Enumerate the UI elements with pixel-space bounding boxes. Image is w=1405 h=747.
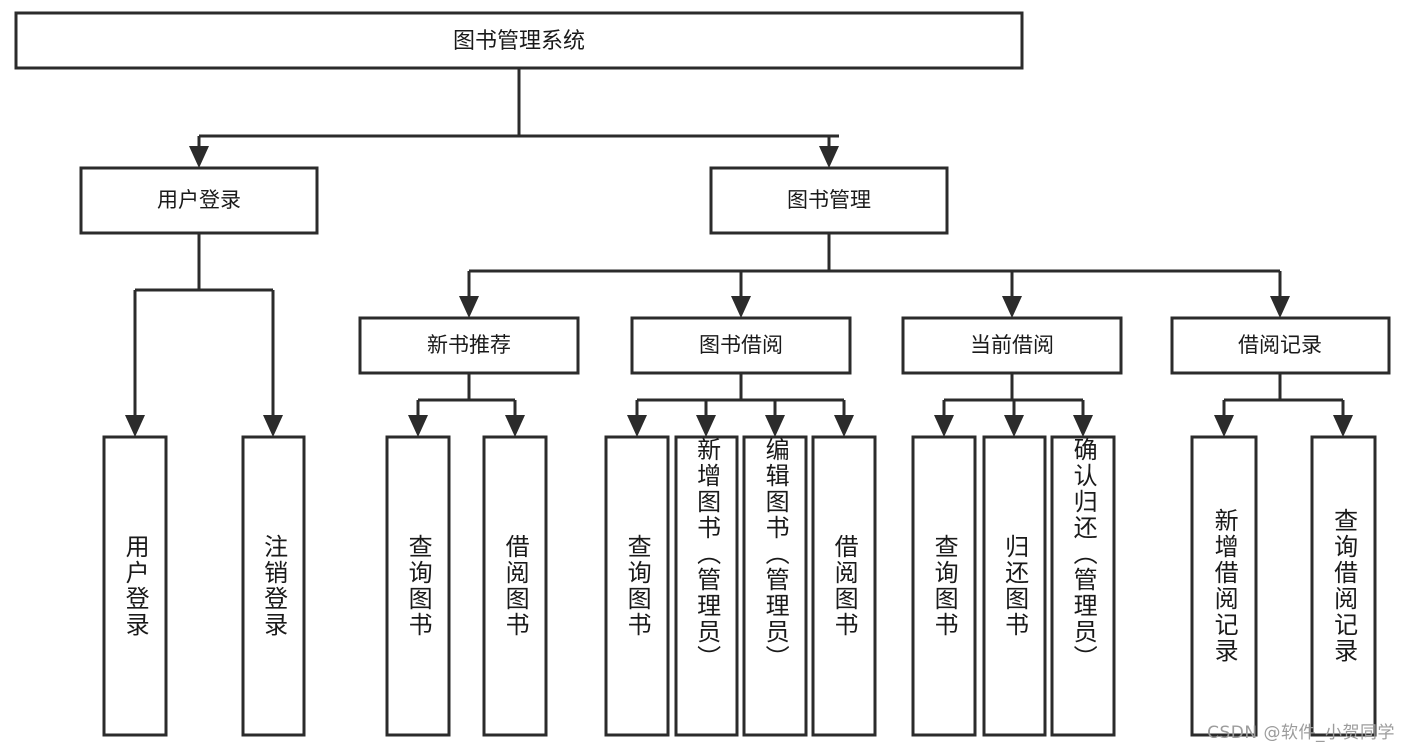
arrowhead-confirm-return — [1073, 415, 1093, 437]
node-book-borrow-box[interactable] — [630, 316, 852, 375]
edge-new-book-recommend-trunk — [416, 373, 517, 427]
arrowhead-borrow-book-1 — [505, 415, 525, 437]
node-add-borrow-record-box[interactable] — [1190, 435, 1258, 737]
node-confirm-return-box[interactable] — [1050, 435, 1116, 737]
node-new-book-recommend-label: 新书推荐 — [427, 333, 511, 357]
node-book-management-label: 图书管理 — [787, 188, 871, 212]
node-new-book-recommend-box[interactable] — [358, 316, 580, 375]
edges-layer — [125, 68, 1353, 437]
node-book-borrow-label: 图书借阅 — [699, 333, 783, 357]
edge-book-management-trunk — [467, 233, 1282, 308]
node-query-borrow-record-box[interactable] — [1310, 435, 1377, 737]
node-root-box[interactable] — [14, 11, 1024, 70]
node-book-management-box[interactable] — [709, 166, 949, 235]
arrowhead-borrow-book-2 — [834, 415, 854, 437]
node-borrow-book-2-box[interactable] — [811, 435, 877, 737]
node-query-book-2-box[interactable] — [604, 435, 670, 737]
node-query-book-1-box[interactable] — [385, 435, 451, 737]
node-add-book-box[interactable] — [674, 435, 739, 737]
node-login-box[interactable] — [102, 435, 168, 737]
node-logout-box[interactable] — [241, 435, 306, 737]
node-borrow-book-1-box[interactable] — [482, 435, 548, 737]
node-current-borrow-box[interactable] — [901, 316, 1123, 375]
arrowhead-logout — [263, 415, 283, 437]
edge-borrow-record-trunk — [1222, 373, 1345, 427]
edge-user-login-trunk — [133, 233, 275, 427]
node-edit-book-box[interactable] — [742, 435, 808, 737]
arrowhead-book-management — [819, 146, 839, 168]
nodes-layer: 图书管理系统 用户登录 图书管理 新书推荐 图书借阅 当前借阅 借阅记录 — [14, 11, 1391, 737]
node-borrow-record-box[interactable] — [1170, 316, 1391, 375]
edge-book-borrow-trunk — [635, 373, 846, 427]
edge-root-trunk — [197, 68, 839, 158]
node-root-label: 图书管理系统 — [453, 29, 585, 54]
node-return-book-box[interactable] — [982, 435, 1047, 737]
arrowhead-add-borrow-record — [1214, 415, 1234, 437]
arrowhead-login — [125, 415, 145, 437]
arrowhead-query-book-3 — [934, 415, 954, 437]
arrowhead-query-book-2 — [627, 415, 647, 437]
arrowhead-query-book-1 — [408, 415, 428, 437]
arrowhead-user-login — [189, 146, 209, 168]
arrowhead-query-borrow-record — [1333, 415, 1353, 437]
node-borrow-record-label: 借阅记录 — [1238, 333, 1322, 357]
watermark-text: CSDN @软件_小贺同学 — [1207, 723, 1395, 743]
arrowhead-edit-book — [765, 415, 785, 437]
edge-current-borrow-trunk — [942, 373, 1085, 427]
arrowhead-borrow-record — [1270, 296, 1290, 318]
node-user-login-box[interactable] — [79, 166, 319, 235]
node-user-login-label: 用户登录 — [157, 188, 241, 212]
arrowhead-add-book — [696, 415, 716, 437]
arrowhead-book-borrow — [731, 296, 751, 318]
arrowhead-new-book-recommend — [459, 296, 479, 318]
node-query-book-3-box[interactable] — [911, 435, 977, 737]
node-current-borrow-label: 当前借阅 — [970, 333, 1054, 357]
arrowhead-current-borrow — [1002, 296, 1022, 318]
arrowhead-return-book — [1004, 415, 1024, 437]
